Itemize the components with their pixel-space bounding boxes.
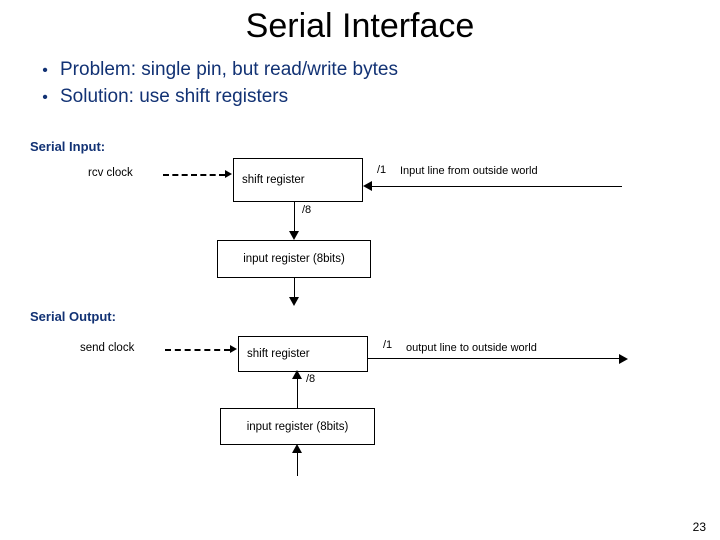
input-register-output-line xyxy=(294,278,295,300)
input-shift-register-box: shift register xyxy=(233,158,363,202)
output-shift-register-box: shift register xyxy=(238,336,368,372)
output-register-box: input register (8bits) xyxy=(220,408,375,445)
input-bus-line xyxy=(294,202,295,234)
output-clock-dashed-line xyxy=(165,349,230,351)
output-clock-arrowhead-icon xyxy=(230,345,237,353)
section-heading-serial-input: Serial Input: xyxy=(30,139,106,154)
list-item: • Solution: use shift registers xyxy=(30,84,670,111)
output-clock-label: send clock xyxy=(80,342,135,354)
input-bus-arrowhead-icon xyxy=(289,231,299,240)
input-bus-width-label: /8 xyxy=(302,204,312,216)
bullet-list: • Problem: single pin, but read/write by… xyxy=(30,57,670,111)
section-heading-serial-output: Serial Output: xyxy=(30,309,116,324)
output-register-input-line xyxy=(297,452,298,476)
input-line-width-label: /1 xyxy=(377,164,387,176)
page-title: Serial Interface xyxy=(245,7,475,45)
output-bus-arrowhead-icon xyxy=(292,370,302,379)
output-bus-width-label: /8 xyxy=(306,373,316,385)
bullet-icon: • xyxy=(42,62,48,79)
input-line-description: Input line from outside world xyxy=(400,165,538,177)
input-line-arrowhead-icon xyxy=(363,181,372,191)
input-clock-label: rcv clock xyxy=(88,167,133,179)
output-bus-line xyxy=(297,377,298,408)
input-clock-dashed-line xyxy=(163,174,225,176)
output-line-width-label: /1 xyxy=(383,339,393,351)
bullet-icon: • xyxy=(42,89,48,106)
output-line xyxy=(368,358,620,359)
page-number: 23 xyxy=(692,520,706,534)
input-register-output-arrowhead-icon xyxy=(289,297,299,306)
bullet-text: Problem: single pin, but read/write byte… xyxy=(60,59,398,80)
output-line-arrowhead-icon xyxy=(619,354,628,364)
list-item: • Problem: single pin, but read/write by… xyxy=(30,57,670,84)
input-register-box: input register (8bits) xyxy=(217,240,371,278)
input-clock-arrowhead-icon xyxy=(225,170,232,178)
bullet-text: Solution: use shift registers xyxy=(60,86,289,107)
output-register-input-arrowhead-icon xyxy=(292,444,302,453)
output-line-description: output line to outside world xyxy=(406,342,537,354)
input-line xyxy=(372,186,622,187)
